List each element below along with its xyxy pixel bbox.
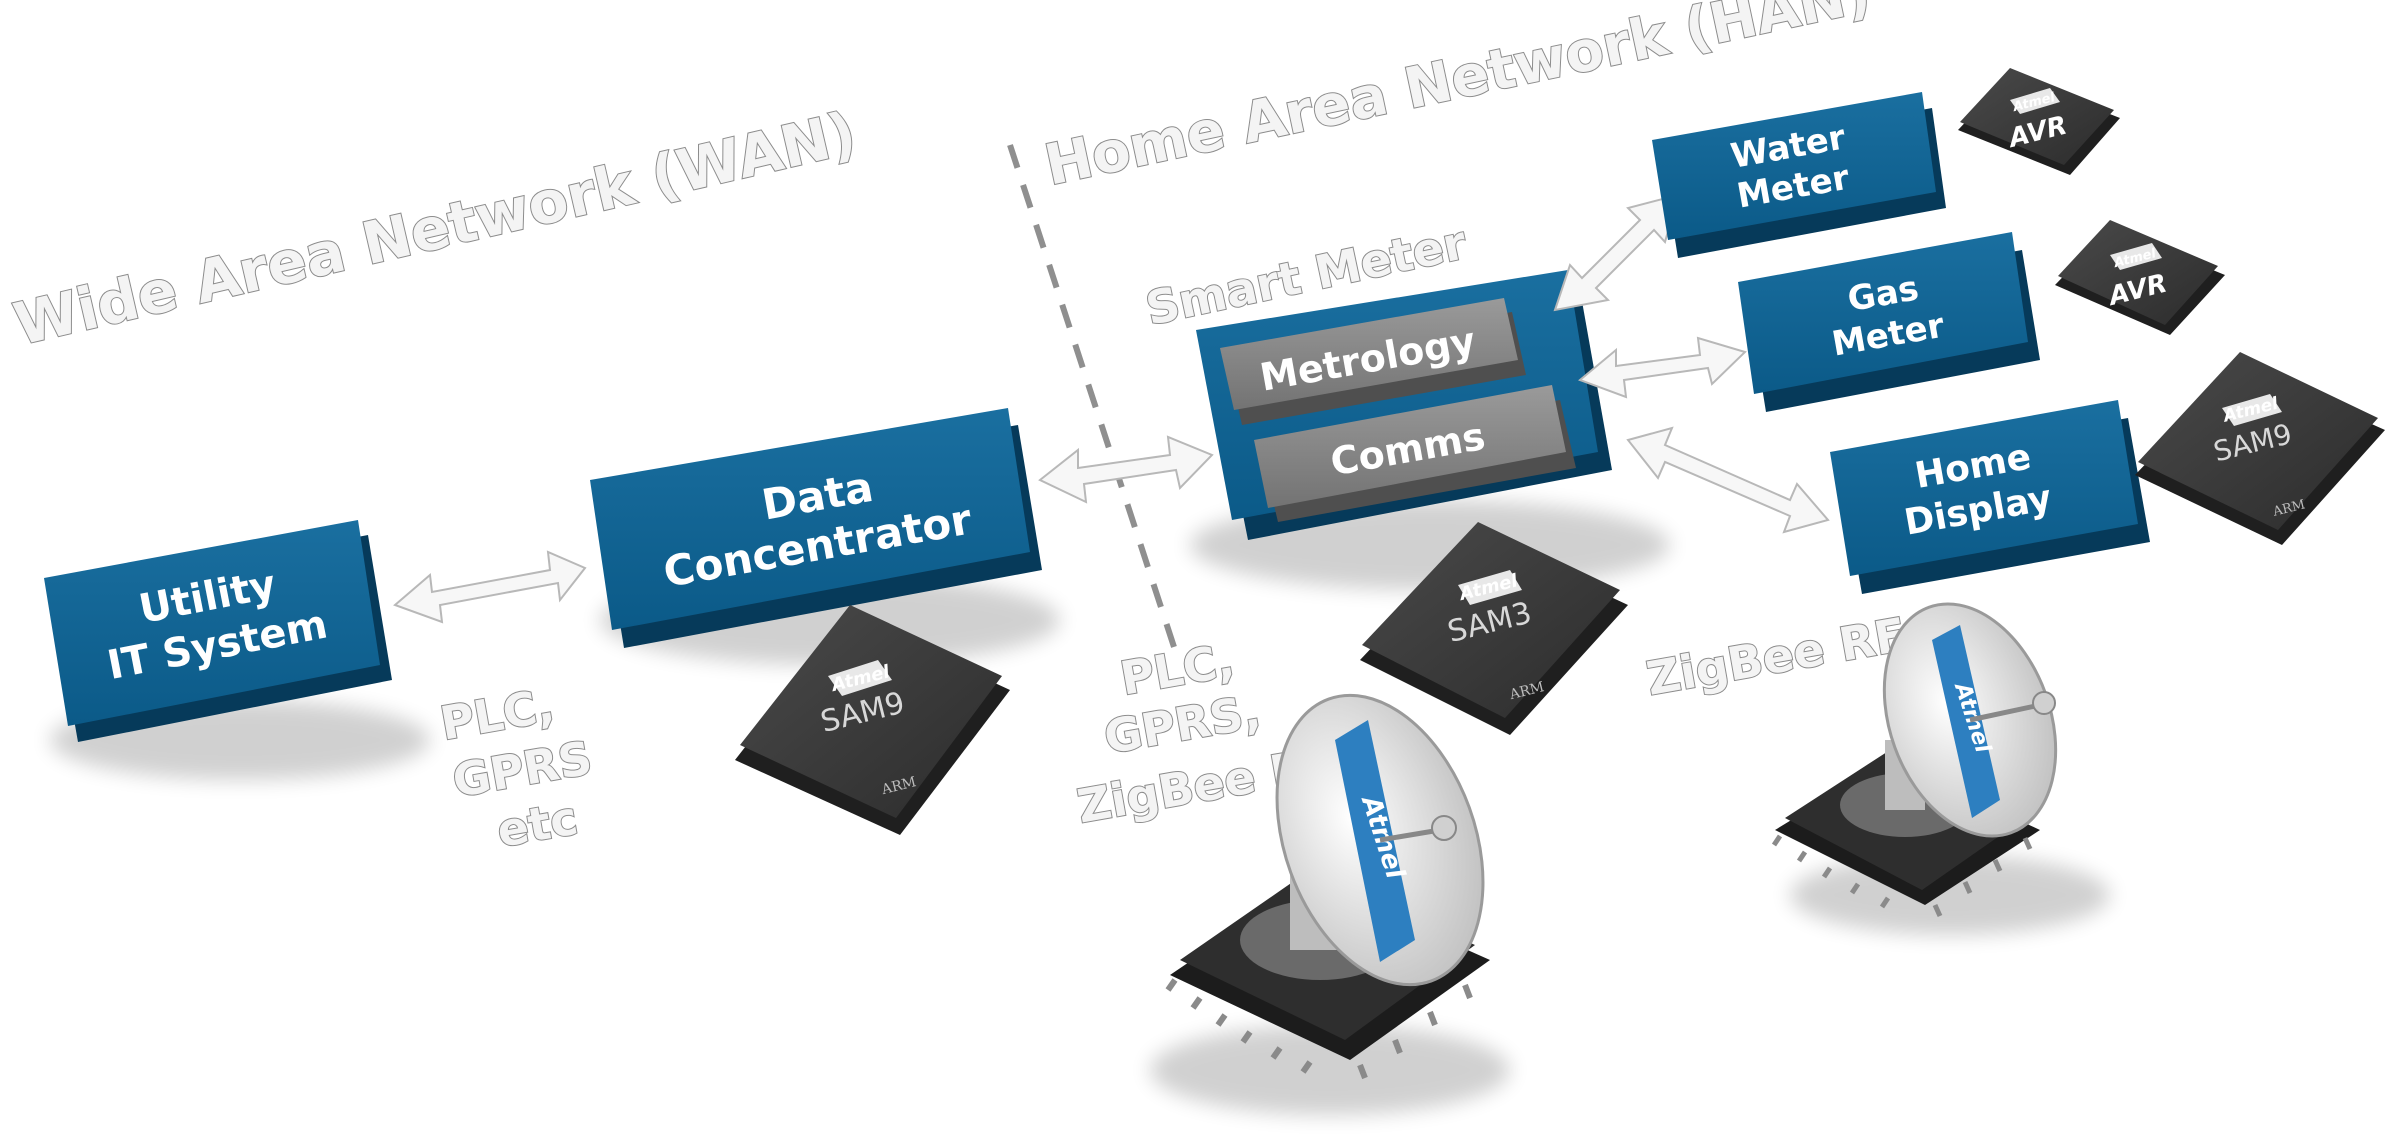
- home-display-box: Home Display: [1830, 400, 2150, 594]
- link-left-line3: etc: [493, 791, 582, 858]
- chip-sam9-homedisplay: Atmel SAM9 ARM: [2135, 352, 2385, 545]
- chip-avr-water: Atmel AVR: [1958, 68, 2120, 175]
- link-label-left: PLC, GPRS etc: [435, 677, 597, 859]
- arrow-concentrator-smartmeter: [1038, 435, 1214, 504]
- metrology-module: Metrology: [1220, 298, 1526, 425]
- chip-sam9-concentrator: Atmel SAM9 ARM: [735, 605, 1010, 835]
- chip-avr-gas: Atmel AVR: [2055, 220, 2225, 335]
- smart-meter-box: Metrology Comms: [1196, 270, 1612, 540]
- satellite-dish-icon: Atmel: [1165, 693, 1490, 1080]
- wan-title: Wide Area Network (WAN): [8, 99, 863, 359]
- comms-module: Comms: [1254, 385, 1576, 522]
- arrow-smartmeter-water: [1553, 193, 1680, 312]
- utility-it-system-box: Utility IT System: [44, 520, 392, 742]
- satellite-dish-icon: Atmel: [1771, 602, 2058, 918]
- arrow-smartmeter-home: [1626, 426, 1830, 534]
- data-concentrator-box: Data Concentrator: [590, 408, 1042, 648]
- link-label-right: ZigBee RF: [1643, 607, 1911, 706]
- chip-sam3-smartmeter: Atmel SAM3 ARM: [1360, 522, 1628, 735]
- wan-han-divider: [1007, 144, 1178, 651]
- arrow-utility-concentrator: [393, 550, 587, 624]
- arrow-smartmeter-gas: [1578, 336, 1747, 399]
- water-meter-box: Water Meter: [1652, 92, 1946, 258]
- gas-meter-box: Gas Meter: [1738, 232, 2040, 412]
